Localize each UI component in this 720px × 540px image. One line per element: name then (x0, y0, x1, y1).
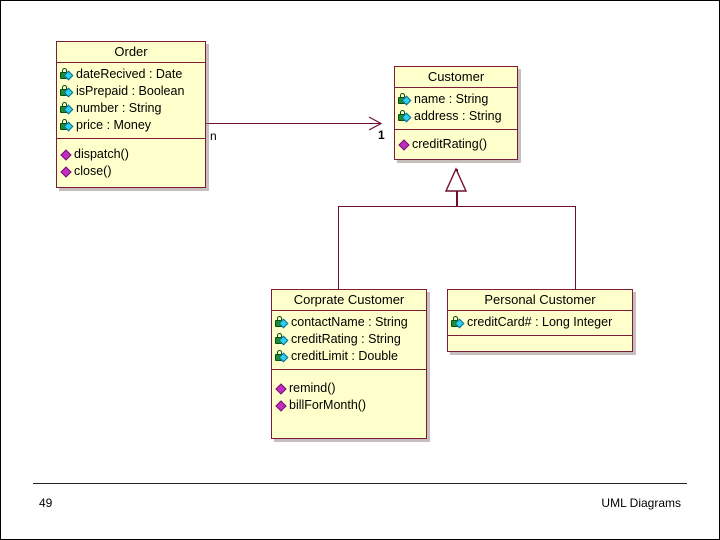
attribute-lock-icon (398, 93, 413, 106)
attribute-label: name : String (414, 92, 489, 106)
attribute-lock-icon (398, 110, 413, 123)
attribute-label: isPrepaid : Boolean (76, 84, 185, 98)
method-row: close() (60, 163, 203, 180)
footer-title: UML Diagrams (601, 496, 681, 510)
method-row: billForMonth() (275, 397, 424, 414)
attribute-label: price : Money (76, 118, 152, 132)
uml-class-personal-customer[interactable]: Personal Customer creditCard# : Long Int… (447, 289, 633, 352)
attribute-label: address : String (414, 109, 502, 123)
attribute-row: creditRating : String (275, 331, 424, 348)
attributes-compartment-personal-customer: creditCard# : Long Integer (448, 311, 632, 336)
attribute-row: address : String (398, 108, 515, 125)
methods-compartment-personal-customer (448, 336, 632, 351)
attribute-row: number : String (60, 100, 203, 117)
method-diamond-icon (60, 165, 73, 178)
uml-class-corprate-customer[interactable]: Corprate Customer contactName : String c… (271, 289, 427, 439)
method-label: billForMonth() (289, 398, 367, 412)
methods-compartment-corprate-customer: remind() billForMonth() (272, 370, 426, 438)
class-name-order: Order (57, 42, 205, 63)
methods-compartment-customer: creditRating() (395, 130, 517, 159)
attribute-label: creditLimit : Double (291, 349, 398, 363)
attribute-lock-icon (451, 316, 466, 329)
attribute-row: contactName : String (275, 314, 424, 331)
attributes-compartment-order: dateRecived : Date isPrepaid : Boolean n… (57, 63, 205, 139)
attribute-label: creditCard# : Long Integer (467, 315, 613, 329)
attribute-row: name : String (398, 91, 515, 108)
class-name-personal-customer: Personal Customer (448, 290, 632, 311)
association-line-order-customer (206, 123, 380, 124)
attribute-label: dateRecived : Date (76, 67, 183, 81)
attribute-row: dateRecived : Date (60, 66, 203, 83)
attribute-row: price : Money (60, 117, 203, 134)
method-row: creditRating() (398, 136, 515, 153)
generalization-drop-corprate (338, 206, 339, 290)
footer-divider (33, 483, 687, 484)
uml-class-customer[interactable]: Customer name : String address : String (394, 66, 518, 160)
attribute-lock-icon (60, 119, 75, 132)
attribute-lock-icon (275, 316, 290, 329)
method-row: remind() (275, 380, 424, 397)
attribute-lock-icon (60, 68, 75, 81)
generalization-drop-personal (575, 206, 576, 290)
method-diamond-icon (398, 138, 411, 151)
association-multiplicity-target: 1 (378, 128, 385, 142)
attribute-row: creditCard# : Long Integer (451, 314, 630, 331)
attributes-compartment-corprate-customer: contactName : String creditRating : Stri… (272, 311, 426, 370)
generalization-crossbar (338, 206, 576, 207)
method-label: close() (74, 164, 112, 178)
method-label: remind() (289, 381, 336, 395)
generalization-triangle-icon (444, 167, 468, 192)
method-diamond-icon (275, 382, 288, 395)
methods-compartment-order: dispatch() close() (57, 139, 205, 187)
association-arrowhead-icon (368, 116, 383, 131)
attribute-lock-icon (275, 350, 290, 363)
attribute-label: number : String (76, 101, 162, 115)
attribute-row: creditLimit : Double (275, 348, 424, 365)
attribute-label: creditRating : String (291, 332, 401, 346)
method-diamond-icon (60, 148, 73, 161)
attribute-label: contactName : String (291, 315, 408, 329)
attribute-lock-icon (60, 102, 75, 115)
uml-class-order[interactable]: Order dateRecived : Date isPrepaid : Boo… (56, 41, 206, 188)
footer-page-number: 49 (39, 496, 53, 510)
class-name-customer: Customer (395, 67, 517, 88)
attribute-lock-icon (60, 85, 75, 98)
class-name-corprate-customer: Corprate Customer (272, 290, 426, 311)
attribute-lock-icon (275, 333, 290, 346)
method-label: dispatch() (74, 147, 129, 161)
method-diamond-icon (275, 399, 288, 412)
method-label: creditRating() (412, 137, 488, 151)
method-row: dispatch() (60, 146, 203, 163)
association-multiplicity-source: n (210, 129, 217, 143)
attributes-compartment-customer: name : String address : String (395, 88, 517, 130)
attribute-row: isPrepaid : Boolean (60, 83, 203, 100)
